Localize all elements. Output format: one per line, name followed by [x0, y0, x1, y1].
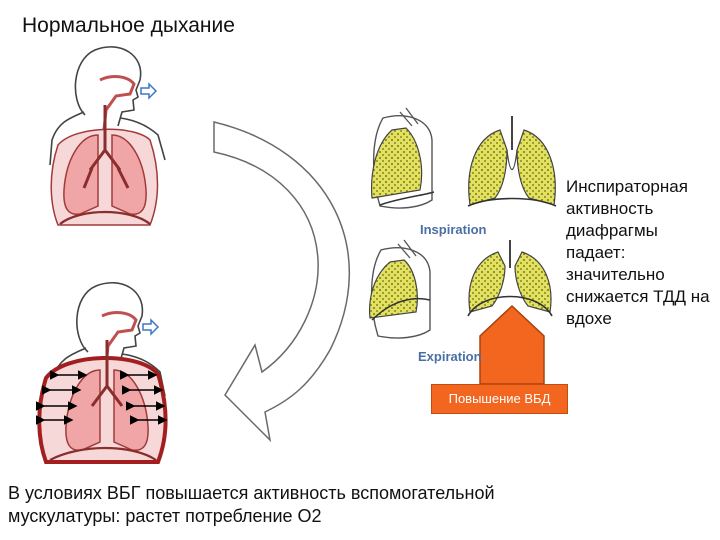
accessory-muscles-figure — [36, 281, 168, 464]
inspiration-label: Inspiration — [420, 222, 487, 237]
side-note: Инспираторная активность диафрагмы падае… — [566, 177, 710, 328]
big-curved-arrow-icon — [213, 121, 351, 443]
expiration-label: Expiration — [418, 349, 482, 364]
expiration-diagrams — [368, 239, 553, 339]
page-title: Нормальное дыхание — [22, 14, 235, 37]
expansion-arrows — [36, 370, 168, 425]
bottom-note: В условиях ВБГ повышается активность всп… — [8, 483, 495, 526]
pressure-rise-label: Повышение ВБД — [431, 384, 568, 414]
exhale-arrow-icon — [140, 82, 158, 100]
inspiration-diagrams — [370, 107, 557, 209]
up-arrow-icon — [479, 304, 545, 385]
normal-breathing-figure — [49, 46, 166, 226]
